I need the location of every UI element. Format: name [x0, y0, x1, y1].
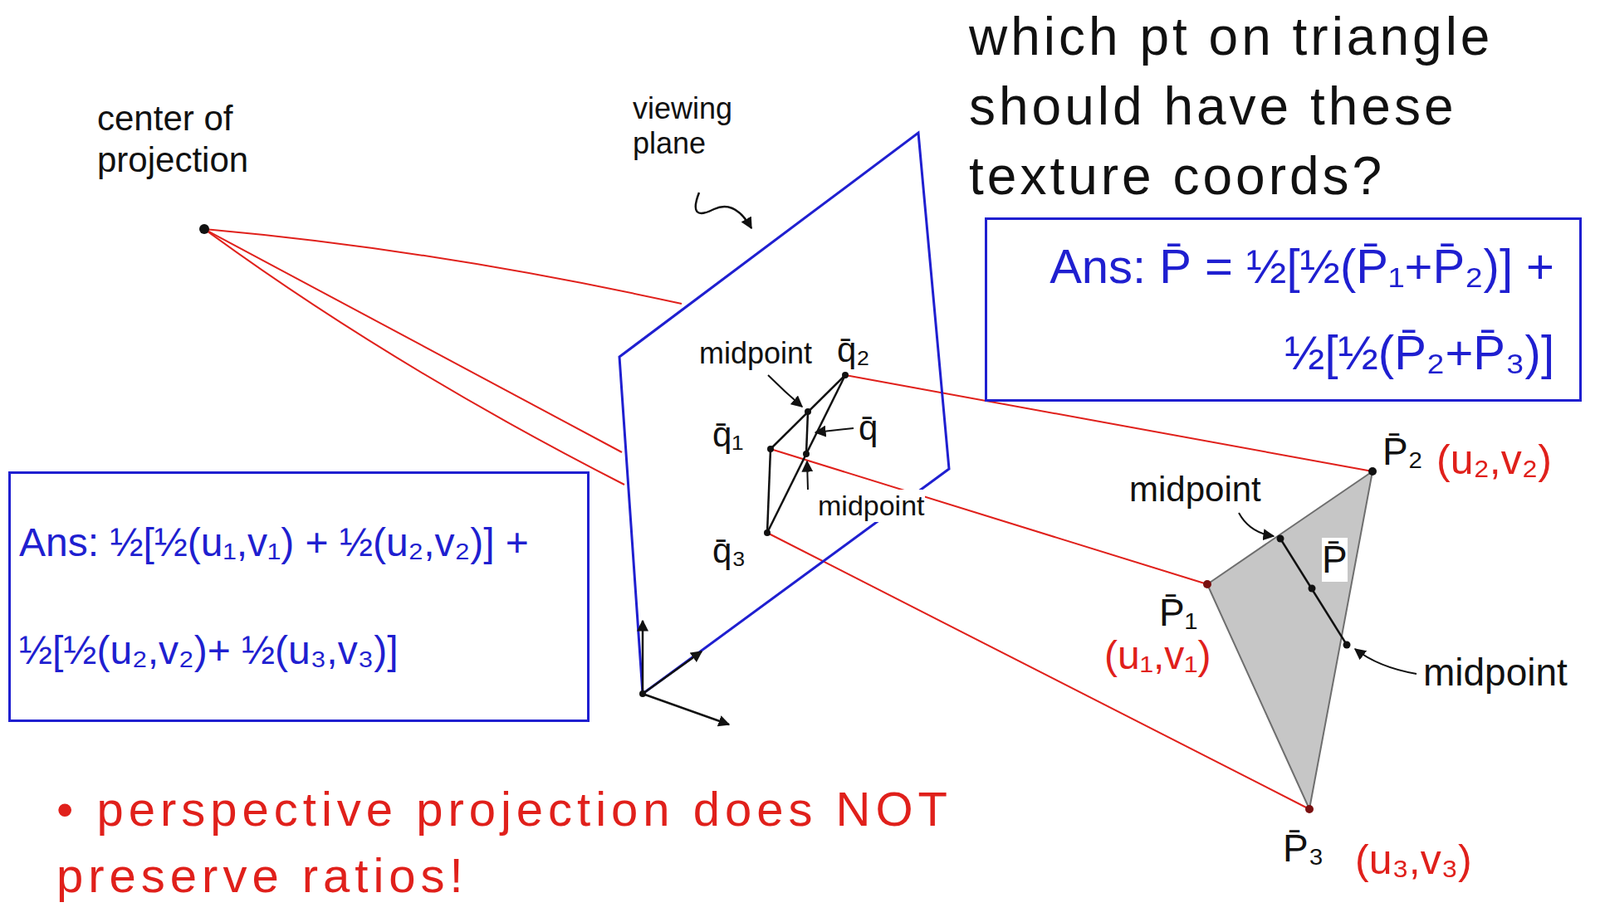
texture-coord: (u₂,v₂): [1436, 436, 1552, 485]
vertex-dot: [1305, 805, 1314, 814]
midpoint-segment: [1280, 538, 1347, 646]
vertex-dot: [1368, 467, 1377, 476]
triangle-surface: [1207, 471, 1373, 810]
leader-line: [807, 461, 808, 490]
midpoint-label: midpoint: [1423, 650, 1568, 695]
midpoint-dot: [804, 408, 812, 416]
leader-line: [1355, 649, 1417, 675]
projection-ray: [204, 229, 622, 453]
point-label: center of projection: [97, 97, 289, 182]
midpoint-label: midpoint: [1129, 469, 1262, 510]
midpoint-dot: [802, 450, 810, 458]
texture-coord: (u₃,v₃): [1355, 836, 1473, 886]
leader-line: [768, 375, 803, 407]
vertex-label: q̄₂: [836, 330, 871, 371]
plane-label: viewing plane: [632, 91, 783, 162]
midpoint-label: midpoint: [817, 489, 925, 523]
leader-line: [1238, 513, 1274, 537]
point-dot: [1308, 585, 1317, 593]
answer-box: Ans: ½[½(u₁,v₁) + ½(u₂,v₂)] + ½[½(u₂,v₂)…: [8, 471, 590, 723]
vertex-label: q̄₁: [712, 415, 744, 456]
midpoint-label: midpoint: [699, 336, 813, 371]
vertex-label: q̄₃: [712, 531, 746, 572]
projection-ray: [204, 229, 625, 485]
center-point: [199, 224, 210, 235]
vertex-dot: [767, 445, 774, 453]
vertex-label: P̄₂: [1382, 430, 1424, 475]
triangle-edge: [767, 449, 771, 534]
midpoint-dot: [1277, 535, 1285, 544]
axis-arrow: [641, 621, 645, 695]
leader-line: [815, 428, 854, 433]
vertex-label: P̄₁: [1159, 591, 1198, 636]
heading-note: which pt on triangle should have these t…: [968, 1, 1551, 211]
midpoint-dot: [1343, 641, 1351, 650]
midpoint-segment: [806, 411, 808, 455]
vertex-dot: [763, 529, 771, 537]
answer-text: Ans: P̄ = ½[½(P̄₁+P̄₂)] + ½[½(P̄₂+P̄₃)]: [995, 223, 1555, 397]
pointer-arrow: [695, 192, 752, 229]
vertex-dot: [1203, 580, 1212, 589]
axis-origin: [639, 690, 646, 698]
answer-text: Ans: ½[½(u₁,v₁) + ½(u₂,v₂)] + ½[½(u₂,v₂)…: [19, 489, 579, 705]
texture-coord: (u₁,v₁): [1104, 632, 1211, 679]
point-label: q̄: [858, 408, 878, 449]
axis-arrow: [642, 651, 702, 695]
vertex-dot: [841, 371, 849, 379]
vertex-label: P̄₃: [1282, 826, 1324, 871]
answer-box: Ans: P̄ = ½[½(P̄₁+P̄₂)] + ½[½(P̄₂+P̄₃)]: [984, 217, 1582, 402]
note-text: • perspective projection does NOT preser…: [56, 776, 1153, 910]
axis-arrow: [642, 694, 730, 725]
viewing-plane: [619, 132, 950, 695]
point-label: P̄: [1321, 538, 1348, 583]
